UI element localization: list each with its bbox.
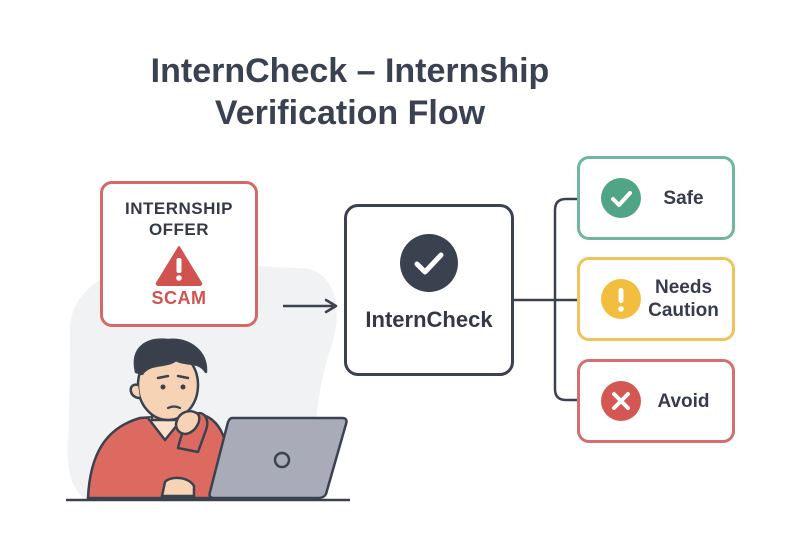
person-eye-left xyxy=(161,385,166,390)
internship-offer-card: INTERNSHIP OFFER SCAM xyxy=(100,181,258,327)
exclamation-icon xyxy=(601,279,641,319)
interncheck-card: InternCheck xyxy=(344,204,514,376)
interncheck-label: InternCheck xyxy=(347,307,511,333)
warning-triangle-icon xyxy=(154,244,204,286)
result-avoid-text: Avoid xyxy=(641,390,726,413)
result-safe-card: Safe xyxy=(577,156,735,240)
result-caution-text-2: Caution xyxy=(641,299,726,322)
check-icon xyxy=(601,178,641,218)
result-caution-text-1: Needs xyxy=(641,276,726,299)
person-eye-right xyxy=(181,385,186,390)
result-avoid-card: Avoid xyxy=(577,359,735,443)
result-avoid-label: Avoid xyxy=(641,390,732,413)
result-caution-card: Needs Caution xyxy=(577,257,735,341)
laptop-illustration xyxy=(210,418,347,498)
x-icon xyxy=(601,381,641,421)
result-caution-label: Needs Caution xyxy=(641,276,732,322)
offer-line-2: OFFER xyxy=(103,219,255,240)
laptop-screen xyxy=(210,418,347,498)
scam-label: SCAM xyxy=(103,288,255,309)
result-safe-text: Safe xyxy=(641,187,726,210)
person-lower-hand xyxy=(162,478,194,496)
result-safe-label: Safe xyxy=(641,187,732,210)
check-circle-icon xyxy=(400,234,458,292)
offer-line-1: INTERNSHIP xyxy=(103,198,255,219)
